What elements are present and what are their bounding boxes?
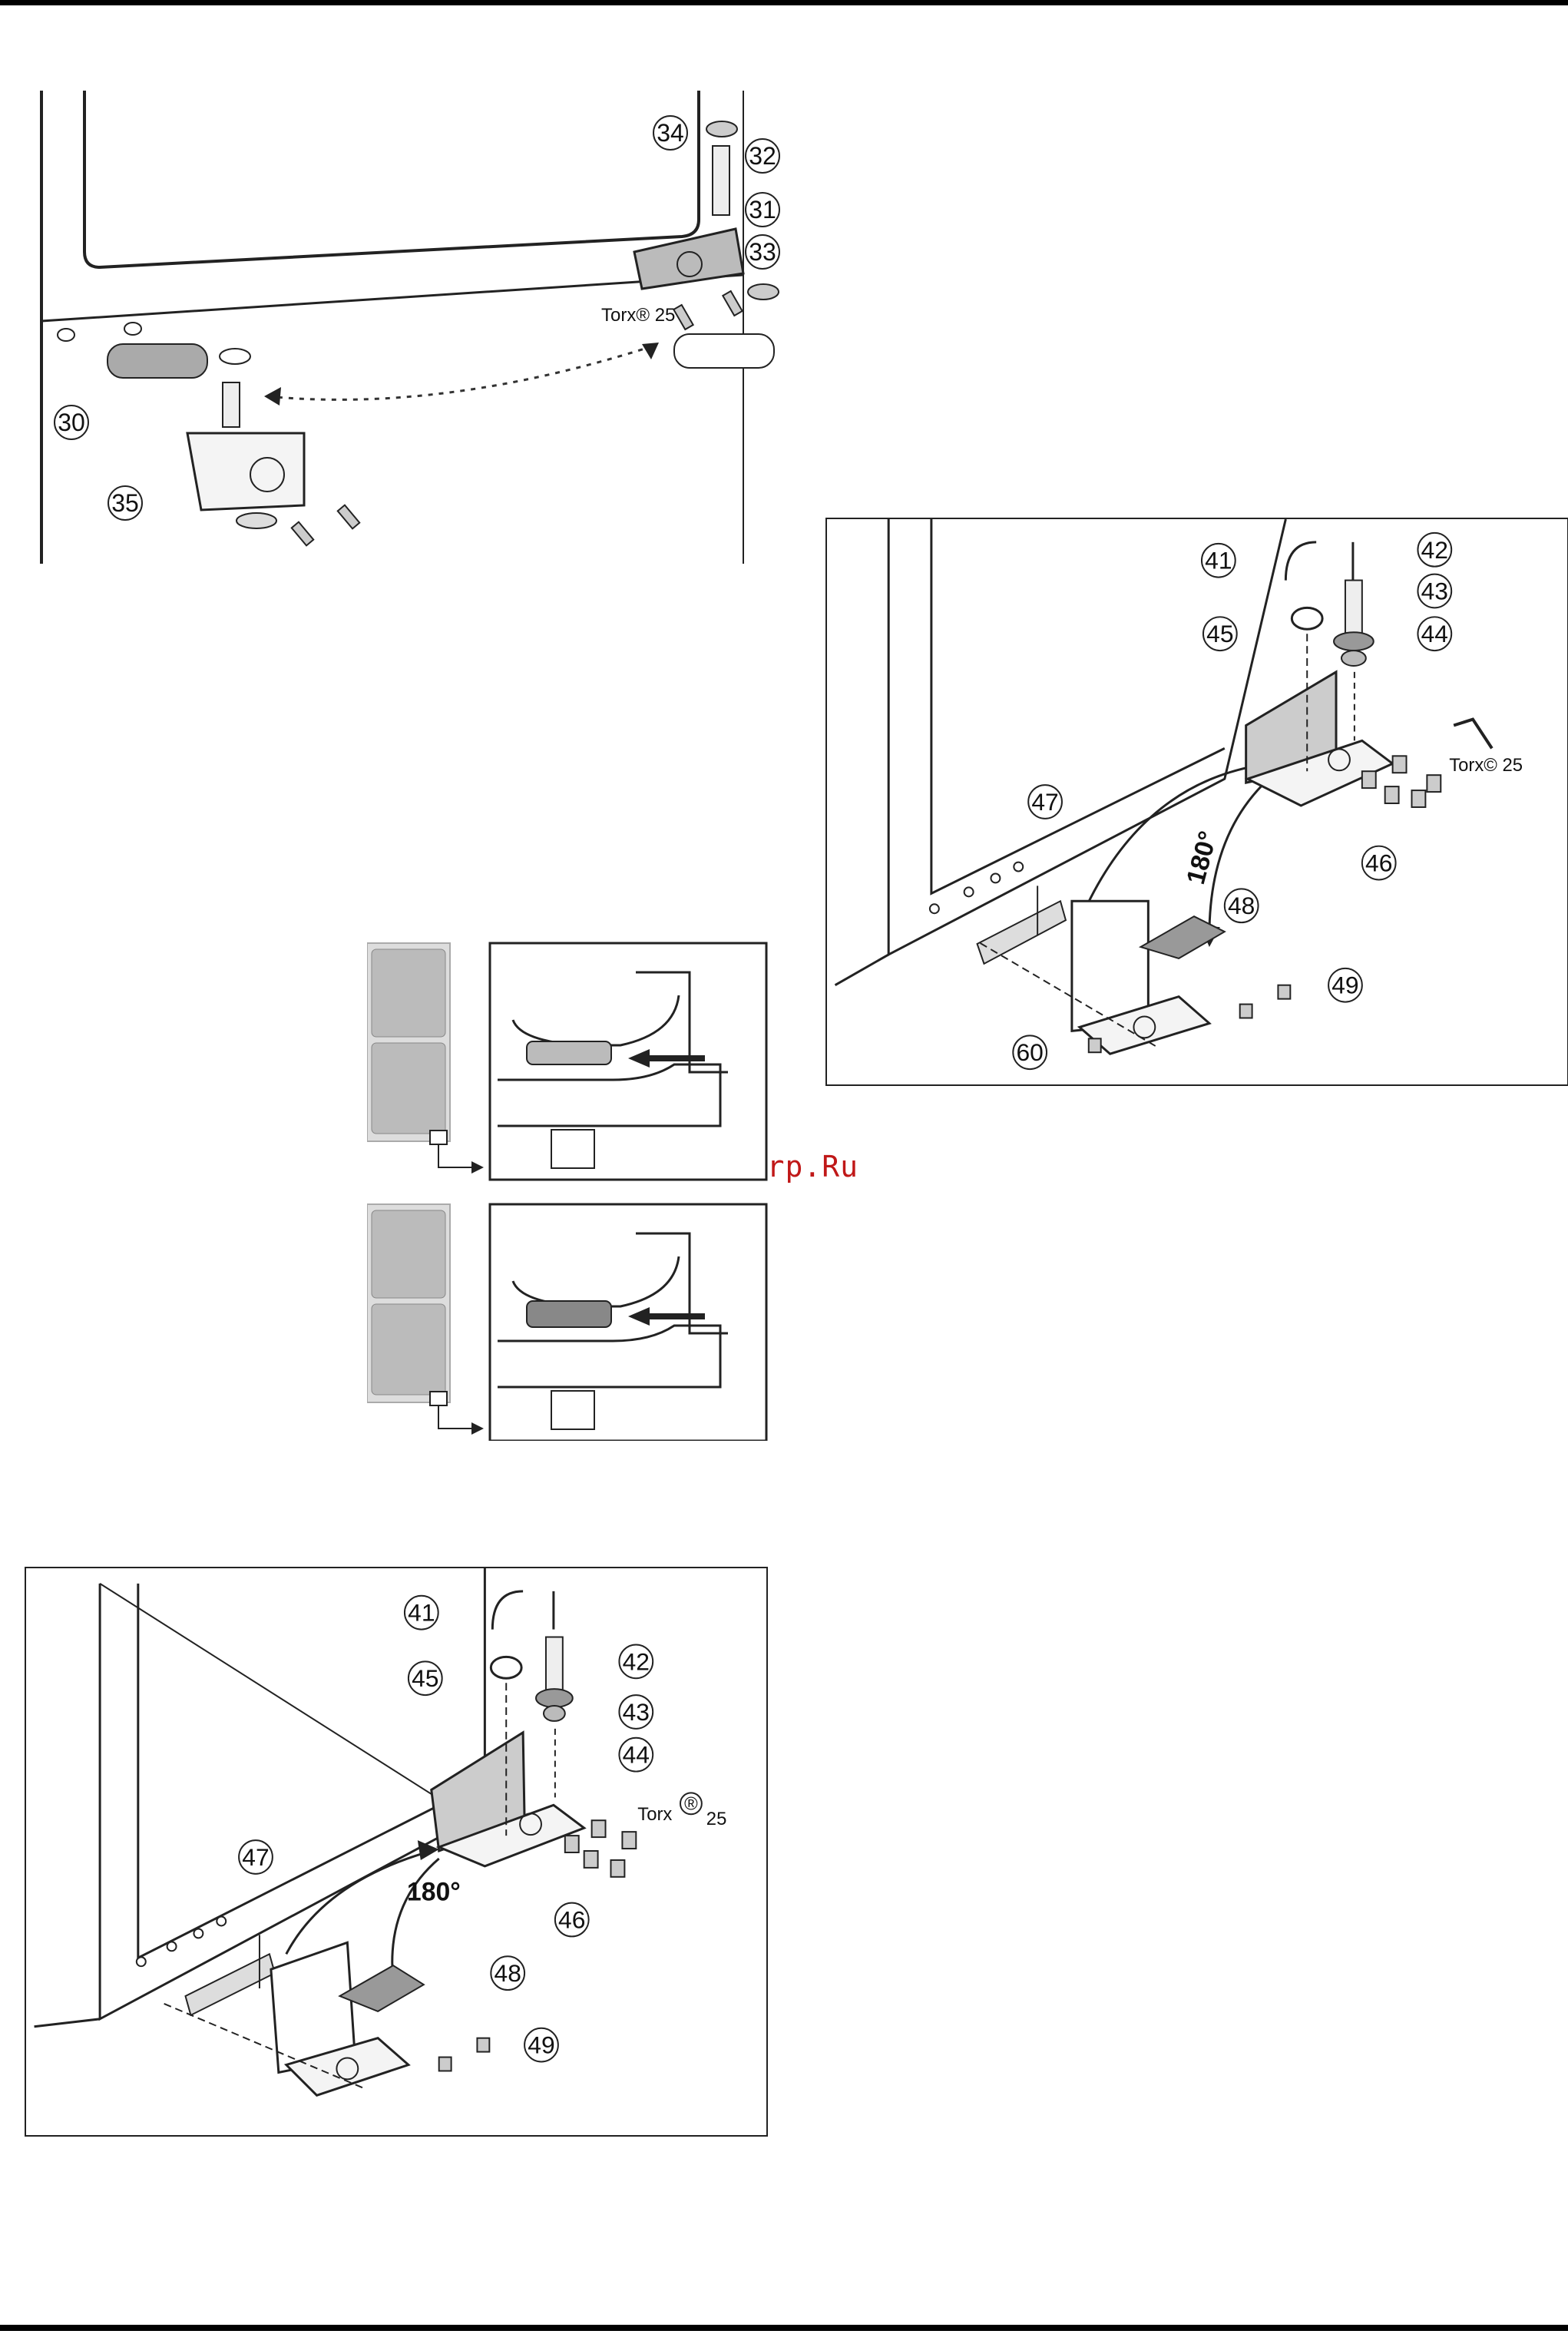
torx-label: Torx® 25 [601, 305, 675, 326]
callout-46: 46 [555, 1903, 589, 1937]
callout-49: 49 [1328, 968, 1362, 1002]
callout-45: 45 [409, 1661, 442, 1695]
svg-text:60: 60 [1016, 1038, 1043, 1066]
callout-47: 47 [1028, 785, 1062, 819]
callout-46: 46 [1362, 846, 1396, 880]
svg-text:45: 45 [412, 1664, 438, 1692]
torx-label: Torx [637, 1804, 672, 1825]
svg-text:47: 47 [242, 1843, 269, 1871]
torx-size: 25 [706, 1809, 727, 1829]
bottom-rule [0, 2325, 1568, 2331]
svg-text:44: 44 [1421, 620, 1448, 647]
svg-text:43: 43 [1421, 577, 1448, 604]
figure-door-hinge-swap: Torx® 25 34 32 31 33 30 35 [37, 91, 783, 564]
callout-43: 43 [619, 1695, 653, 1729]
foot-adjustment-diagram [367, 942, 768, 1441]
registered-mark: ® [680, 1793, 702, 1814]
svg-text:35: 35 [111, 489, 139, 517]
callout-45: 45 [1203, 617, 1237, 651]
top-rule [0, 0, 1568, 5]
svg-text:45: 45 [1206, 620, 1233, 647]
callout-33: 33 [746, 235, 779, 269]
callout-42: 42 [619, 1644, 653, 1678]
bottom-hinge-diagram-left: 180° Torx ® 25 41 42 45 43 44 47 46 48 [26, 1568, 766, 2135]
callout-34: 34 [653, 116, 687, 150]
feet-panel-top [367, 943, 766, 1180]
figure-bottom-hinge-left: 180° Torx ® 25 41 42 45 43 44 47 46 48 [25, 1567, 768, 2137]
callout-44: 44 [1417, 617, 1451, 651]
svg-text:49: 49 [528, 2031, 554, 2059]
torx-label: Torx© 25 [1449, 755, 1523, 776]
angle-label: 180° [407, 1878, 461, 1907]
figure-foot-adjustment [367, 942, 768, 1441]
svg-text:41: 41 [408, 1599, 435, 1627]
hinge-cover-right [674, 334, 774, 368]
svg-text:48: 48 [495, 1959, 521, 1987]
svg-text:46: 46 [558, 1906, 585, 1934]
callout-48: 48 [491, 1956, 524, 1990]
svg-text:43: 43 [623, 1698, 650, 1726]
svg-text:49: 49 [1331, 972, 1358, 999]
feet-panel-bottom [367, 1204, 766, 1441]
callout-31: 31 [746, 193, 779, 227]
callout-49: 49 [524, 2028, 558, 2062]
svg-text:42: 42 [1421, 536, 1448, 564]
door-hinge-diagram: Torx® 25 34 32 31 33 30 35 [37, 91, 783, 564]
callout-42: 42 [1417, 533, 1451, 567]
callout-41: 41 [1202, 544, 1236, 578]
callout-44: 44 [619, 1738, 653, 1772]
callout-43: 43 [1417, 574, 1451, 608]
callout-41: 41 [405, 1596, 438, 1630]
figure-bottom-hinge-right: 180° Torx© 25 41 42 43 44 45 47 46 48 [825, 518, 1568, 1086]
callout-35: 35 [108, 486, 142, 520]
callout-48: 48 [1225, 889, 1259, 922]
svg-text:34: 34 [657, 119, 684, 147]
callout-30: 30 [55, 406, 88, 439]
angle-label: 180° [1181, 828, 1223, 887]
svg-text:33: 33 [749, 238, 776, 266]
bottom-hinge-diagram-right: 180° Torx© 25 41 42 43 44 45 47 46 48 [827, 519, 1567, 1084]
callout-47: 47 [239, 1840, 273, 1874]
svg-text:44: 44 [623, 1741, 650, 1769]
callout-60: 60 [1013, 1035, 1047, 1069]
hinge-cover-left [108, 344, 207, 378]
svg-text:41: 41 [1205, 547, 1232, 574]
svg-text:30: 30 [58, 409, 85, 436]
svg-text:47: 47 [1031, 788, 1058, 816]
lower-hinge-part [187, 433, 304, 510]
svg-text:32: 32 [749, 142, 776, 170]
callout-32: 32 [746, 139, 779, 173]
svg-text:42: 42 [623, 1647, 650, 1675]
svg-text:®: ® [684, 1793, 698, 1814]
svg-text:31: 31 [749, 196, 776, 223]
svg-text:48: 48 [1228, 892, 1255, 919]
svg-text:46: 46 [1365, 849, 1392, 877]
